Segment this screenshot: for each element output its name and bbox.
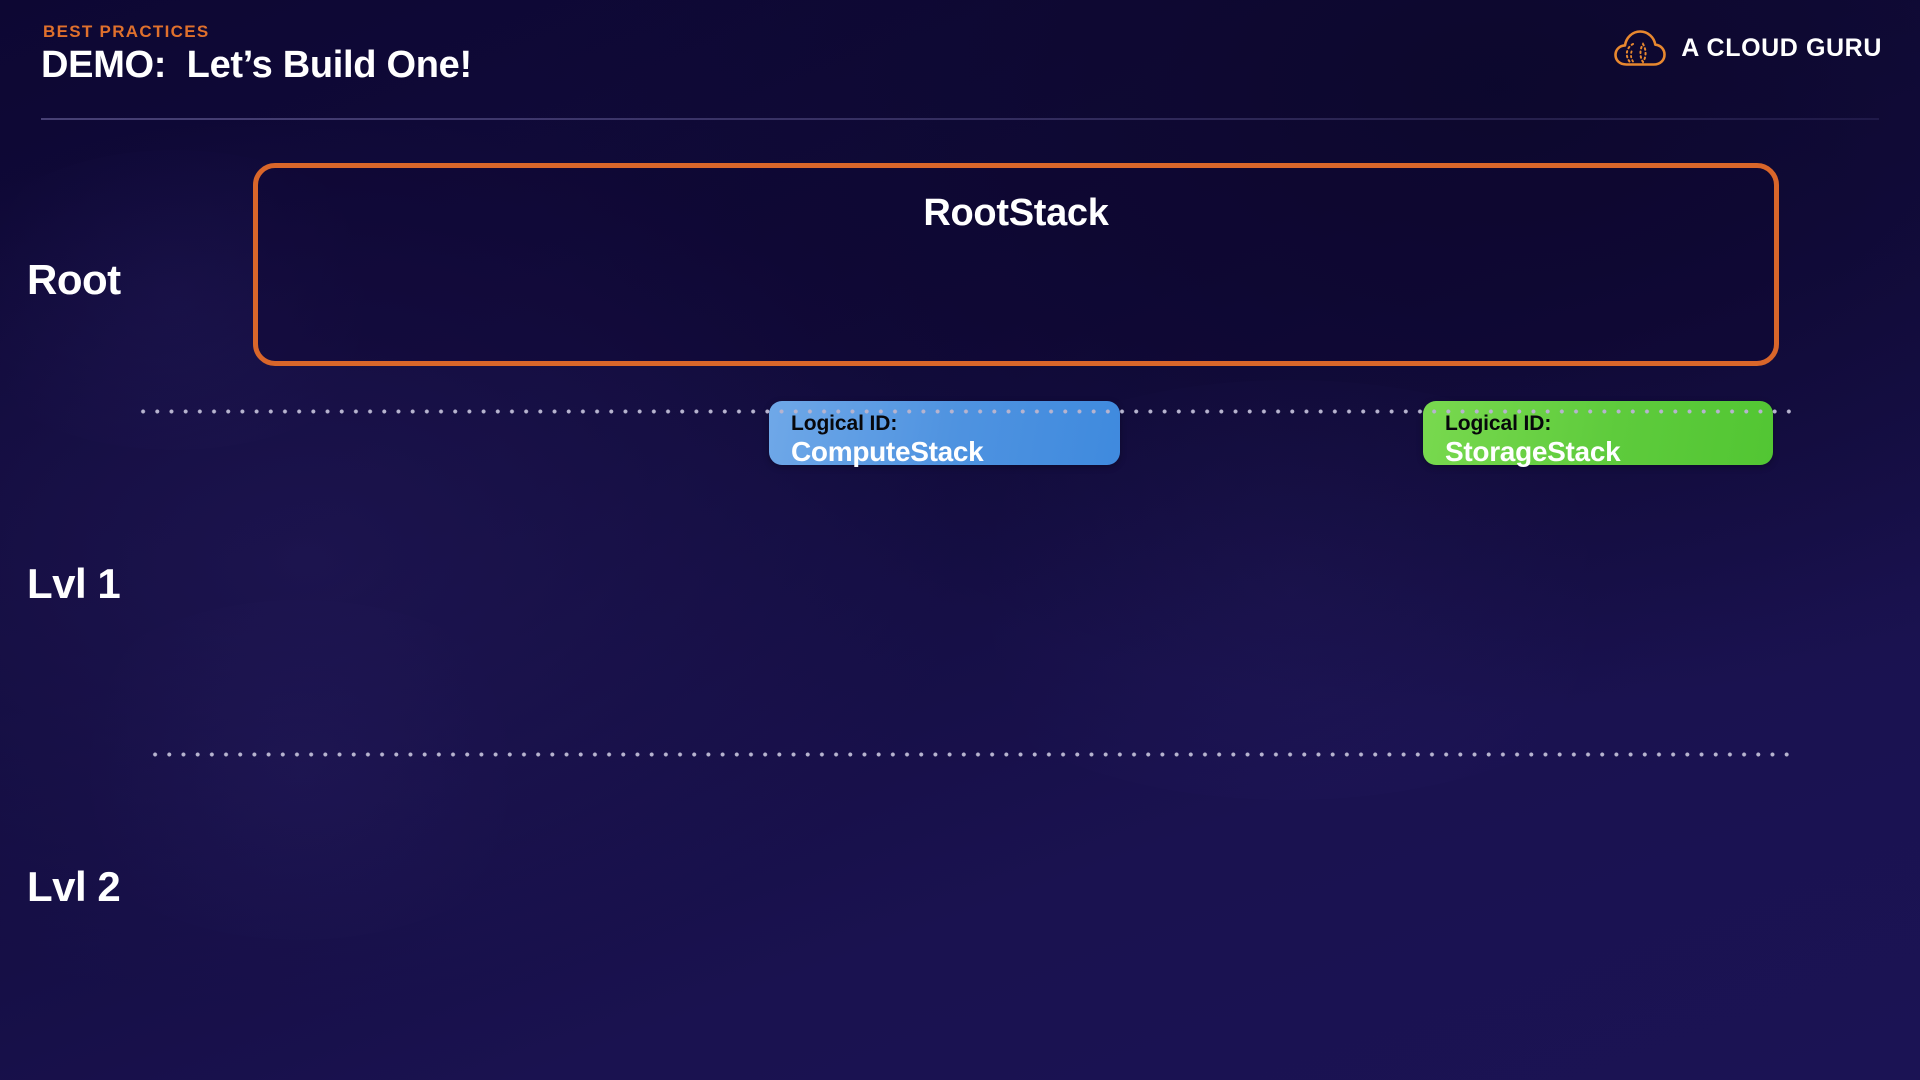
root-stack-container: RootStack Logical ID: ComputeStack Logic… xyxy=(253,163,1779,467)
level-divider-lvl1-lvl2 xyxy=(148,752,1796,757)
chip-name: ComputeStack xyxy=(791,435,984,467)
brand-lockup: A CLOUD GURU xyxy=(1613,28,1882,68)
brand-name: A CLOUD GURU xyxy=(1681,33,1882,62)
eyebrow-label: BEST PRACTICES xyxy=(43,22,210,41)
chip-kicker: Logical ID: xyxy=(791,412,898,435)
level-divider-root-lvl1 xyxy=(136,409,1791,414)
root-stack-title: RootStack xyxy=(923,192,1109,234)
level-label-lvl1: Lvl 1 xyxy=(27,560,121,607)
page-title: DEMO: Let’s Build One! xyxy=(41,44,472,86)
cloud-outline-icon xyxy=(1613,28,1667,68)
slide-header: BEST PRACTICES DEMO: Let’s Build One! A … xyxy=(0,0,1920,124)
level-label-lvl2: Lvl 2 xyxy=(27,863,121,910)
header-divider xyxy=(41,118,1879,120)
level-label-root: Root xyxy=(27,256,121,303)
chip-kicker: Logical ID: xyxy=(1445,412,1552,435)
chip-name: StorageStack xyxy=(1445,435,1621,467)
